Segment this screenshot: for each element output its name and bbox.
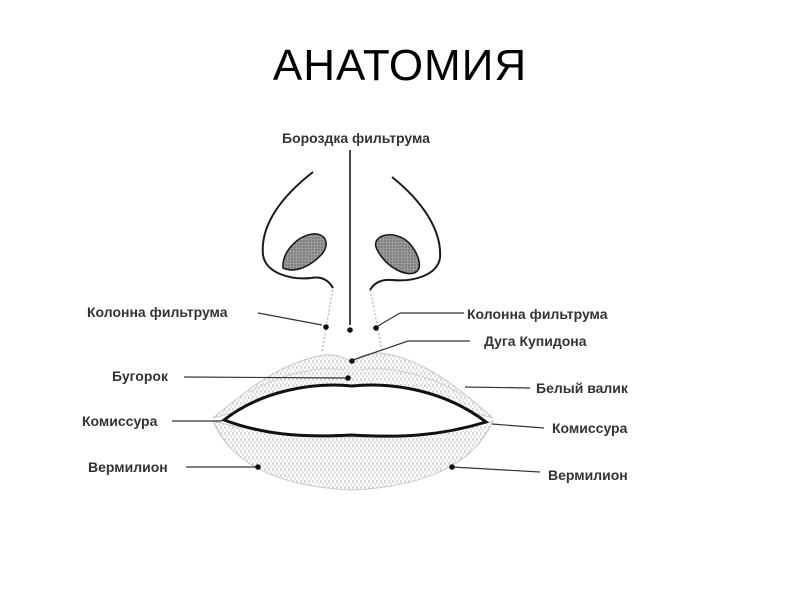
philtrum xyxy=(321,150,383,353)
label-vermilion-left: Вермилион xyxy=(88,459,168,475)
nose-left-ala xyxy=(261,171,334,289)
label-philtrum-column-left: Колонна фильтрума xyxy=(87,304,228,320)
label-philtrum-column-right: Колонна фильтрума xyxy=(467,306,608,322)
marker-dots xyxy=(255,324,455,470)
label-tubercle: Бугорок xyxy=(112,368,169,384)
label-commissure-right: Комиссура xyxy=(552,420,628,436)
nose-right-ala xyxy=(369,176,442,291)
label-philtrum-groove: Бороздка фильтрума xyxy=(282,130,430,146)
right-nostril xyxy=(374,234,421,275)
lips xyxy=(212,352,494,491)
white-roll-line xyxy=(249,368,463,396)
philtrum-column-left-shape xyxy=(321,289,334,353)
label-white-roll: Белый валик xyxy=(536,380,629,396)
nose xyxy=(261,171,442,291)
philtrum-column-right-shape xyxy=(369,289,383,353)
label-cupids-bow: Дуга Купидона xyxy=(484,333,587,349)
mouth-opening xyxy=(220,383,490,438)
label-commissure-left: Комиссура xyxy=(82,413,158,429)
left-nostril xyxy=(282,233,327,271)
slide-title: АНАТОМИЯ xyxy=(272,41,528,90)
label-vermilion-right: Вермилион xyxy=(548,467,628,483)
leader-lines xyxy=(172,312,545,473)
